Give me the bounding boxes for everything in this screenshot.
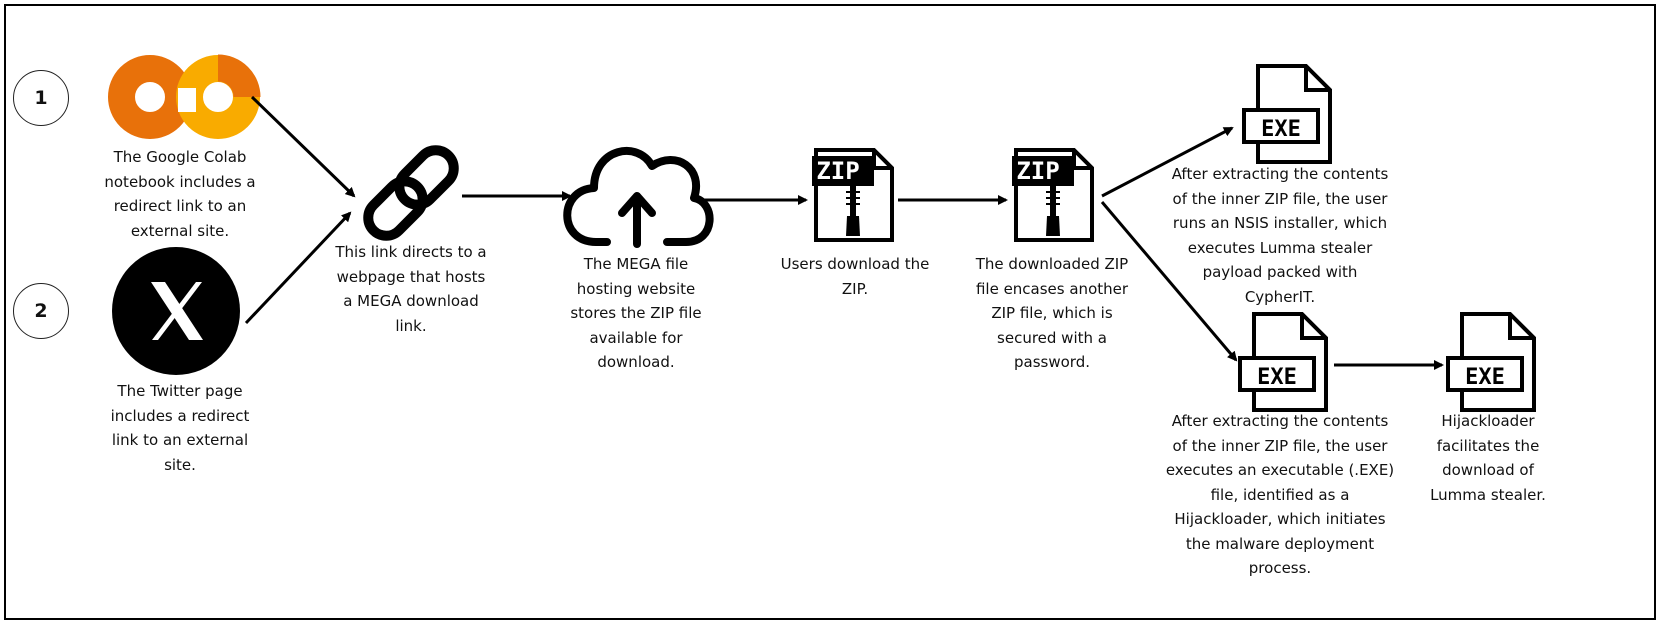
exe-file-icon <box>1238 312 1328 412</box>
diagram-frame <box>4 4 1656 620</box>
zip-label: ZIP <box>1016 157 1059 185</box>
zip-file-icon <box>812 148 894 242</box>
exe-file-icon <box>1242 64 1332 164</box>
step-number-1: 1 <box>13 70 69 126</box>
chain-link-icon <box>363 145 459 241</box>
arrow-zip-to-hijack-exe <box>1100 201 1238 362</box>
exe-file-icon <box>1446 312 1536 412</box>
x-twitter-logo-icon <box>112 247 240 375</box>
google-colab-logo-icon <box>108 54 261 139</box>
zip-label: ZIP <box>816 157 859 185</box>
cloud-upload-icon <box>563 147 714 248</box>
arrow-twitter-to-link <box>244 211 352 325</box>
exe-label: EXE <box>1257 365 1297 390</box>
exe-label: EXE <box>1261 117 1301 142</box>
step-number-2: 2 <box>13 283 69 339</box>
zip-file-icon <box>1012 148 1094 242</box>
exe-label: EXE <box>1465 365 1505 390</box>
arrow-zip-to-nsis-exe <box>1101 126 1234 198</box>
arrow-colab-to-link <box>250 95 356 198</box>
